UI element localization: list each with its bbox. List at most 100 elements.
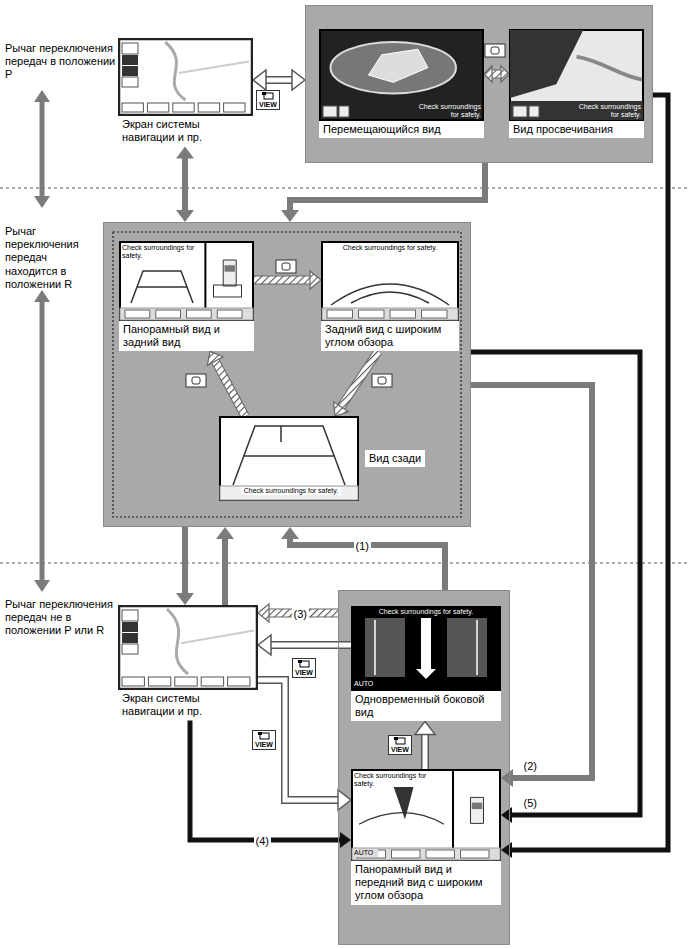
gear-arrow-head — [34, 90, 50, 102]
button-icon — [186, 374, 206, 387]
arrow-head — [501, 66, 509, 82]
arrow-head — [176, 210, 194, 222]
screen-part — [352, 848, 500, 860]
screen-text: Check surroundings for safety. — [411, 103, 481, 118]
callout-number: (4) — [254, 831, 271, 849]
screen-part — [513, 106, 527, 117]
screen-part — [228, 677, 250, 686]
screen-line — [223, 260, 236, 286]
connector-arrow — [281, 163, 485, 222]
screen-part — [122, 55, 138, 65]
screen-frame — [119, 39, 252, 115]
screen-part — [426, 850, 455, 858]
screen-text: Check surroundings for safety. — [241, 487, 341, 495]
screen-line — [181, 631, 254, 644]
turntable — [331, 42, 456, 94]
arrow-head — [281, 527, 299, 539]
connector-outline — [491, 70, 502, 79]
screen-frame — [119, 606, 257, 689]
screen-line — [452, 770, 454, 848]
button-icon — [276, 260, 296, 273]
button-glyph — [491, 47, 499, 54]
screen-line — [393, 785, 414, 820]
button-glyph — [378, 377, 386, 384]
connector-core — [254, 277, 311, 284]
gear-drive-panel: Одновременный боковой видCheck surroundi… — [338, 590, 510, 945]
connector-core — [341, 351, 378, 407]
connector-arrow — [471, 385, 592, 787]
screen-line — [233, 426, 345, 485]
arrow-head — [207, 351, 223, 365]
button-frame — [372, 374, 392, 387]
screen-part — [365, 618, 405, 677]
view-button-text: VIEW — [259, 101, 277, 108]
view-button-icon: VIEW — [256, 90, 280, 110]
screen-line — [331, 284, 449, 305]
screen-frame — [352, 770, 500, 860]
navigation-screen: Экран системы навигации и пр. — [118, 605, 258, 720]
gear-arrow-shaft — [40, 100, 45, 198]
connector-arrow — [334, 351, 378, 416]
view-button-text: VIEW — [295, 669, 313, 676]
screen-part — [201, 677, 223, 686]
gear-r-panel: Панорамный вид и задний видCheck surroun… — [103, 222, 471, 527]
screen-frame — [220, 417, 358, 500]
view-button-glyph — [393, 737, 407, 745]
screen-line — [471, 797, 484, 823]
connector-line — [182, 157, 188, 211]
screen-part — [122, 677, 144, 686]
view-button-icon: VIEW — [388, 735, 412, 755]
connector-arrow — [190, 720, 351, 848]
screen-part — [339, 106, 349, 117]
arrow-head — [484, 66, 492, 82]
screen-part — [220, 486, 358, 500]
screen-part — [327, 310, 353, 318]
view-caption: Задний вид с широким углом обзора — [321, 321, 459, 351]
zone-separator — [0, 563, 688, 564]
connector-arrow — [258, 604, 338, 622]
screen-line — [131, 271, 193, 303]
screen-line — [179, 61, 249, 73]
view-button-glyph — [261, 92, 275, 100]
screen-part — [217, 310, 242, 318]
gear-arrow-shaft — [40, 300, 45, 582]
screen-part — [122, 77, 138, 87]
connector-arrow — [501, 95, 668, 858]
screen-part — [122, 622, 138, 632]
arrow-head — [258, 604, 269, 622]
screen-part — [175, 677, 197, 686]
arrow-head — [501, 769, 513, 787]
screen-part — [323, 106, 337, 117]
view-caption: Панорамный вид и передний вид с широким … — [351, 861, 501, 905]
arrow-head — [338, 790, 351, 810]
screen-part — [125, 310, 150, 318]
screen-part — [421, 618, 431, 673]
callout-number: (5) — [522, 793, 539, 811]
connector-outline — [215, 360, 245, 416]
screen-part — [472, 803, 482, 810]
connector-arrow — [176, 146, 194, 222]
screen-part — [122, 610, 138, 621]
arrow-head — [334, 402, 349, 416]
gear-arrow-head — [34, 580, 50, 592]
screen-part — [122, 633, 138, 643]
connector-line — [290, 538, 445, 590]
arrow-head — [176, 146, 194, 158]
button-frame — [485, 44, 505, 57]
gear-position-label: Рычаг переключения передач находится в п… — [5, 225, 101, 291]
screen-part — [214, 285, 242, 297]
screen-part — [447, 618, 487, 677]
view-button-text: VIEW — [255, 741, 273, 748]
glyph-corner — [258, 732, 262, 735]
callout-number: (4) — [254, 835, 271, 847]
arrow-head — [310, 271, 321, 289]
screen-line — [359, 813, 444, 825]
gear-arrow-head — [34, 290, 50, 302]
callout-number: (3) — [292, 604, 309, 622]
connector-line — [290, 163, 485, 211]
screen-part — [122, 66, 138, 76]
screen-part — [122, 644, 138, 654]
view-caption: Панорамный вид и задний вид — [119, 321, 254, 351]
screen-part — [529, 106, 539, 117]
panoramic-rear-screen: Панорамный вид и задний видCheck surroun… — [119, 241, 254, 351]
